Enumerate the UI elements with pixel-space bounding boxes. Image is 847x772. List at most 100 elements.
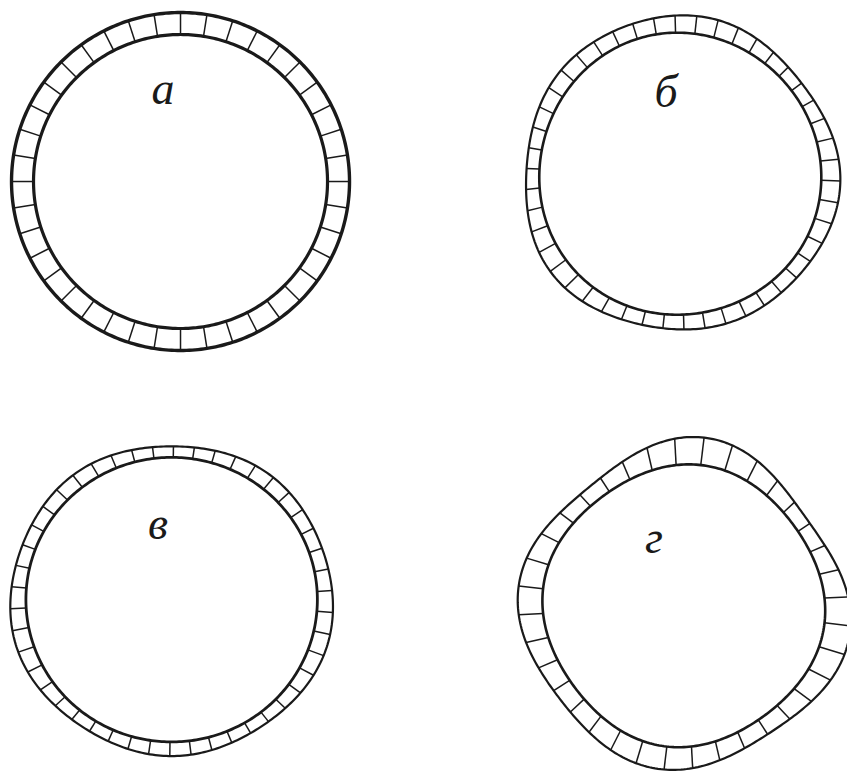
cell-wall — [562, 71, 575, 82]
cell-wall — [300, 83, 318, 96]
outer-wall — [11, 447, 334, 757]
cell-wall — [527, 558, 549, 565]
cell-wall — [577, 55, 588, 68]
cell-wall — [613, 32, 620, 46]
cell-wall — [664, 747, 667, 770]
cell-wall — [519, 586, 543, 589]
cell-wall — [527, 168, 540, 170]
cell-wall — [529, 148, 542, 150]
cell-wall — [104, 31, 114, 51]
cell-wall — [193, 448, 195, 459]
cell-wall — [819, 647, 844, 655]
cell-wall — [675, 16, 677, 33]
cell-wall — [820, 570, 839, 574]
cell-wall — [732, 28, 738, 44]
cell-wall — [703, 313, 706, 329]
cell-wall — [675, 439, 676, 465]
cell-wall — [32, 525, 44, 531]
inner-wall — [26, 458, 317, 743]
cell-wall — [794, 689, 811, 702]
cell-wall — [601, 478, 610, 492]
cell-wall — [772, 282, 782, 293]
cell-wall — [245, 723, 251, 733]
cell-wall — [519, 614, 543, 615]
cell-wall — [542, 534, 560, 543]
cell-wall — [811, 119, 825, 124]
cell-wall — [739, 302, 746, 317]
figure-letter: б — [654, 69, 677, 115]
cell-wall — [554, 680, 570, 690]
cell-wall — [528, 208, 543, 212]
cell-wall — [747, 461, 757, 481]
cell-wall — [72, 710, 80, 719]
cell-ring: в — [0, 423, 349, 772]
cell-wall — [226, 21, 233, 42]
cell-wall — [716, 742, 720, 761]
cell-wall — [264, 478, 274, 490]
cell-wall — [326, 205, 348, 208]
cell-wall — [692, 747, 693, 769]
cell-wall — [62, 286, 78, 302]
cell-wall — [328, 181, 350, 183]
cell-wall — [583, 288, 594, 302]
cell-wall — [815, 219, 832, 224]
cell-wall — [285, 286, 301, 302]
outer-wall — [526, 16, 840, 330]
cell-wall — [248, 466, 256, 479]
cell-wall — [20, 130, 41, 137]
cell-wall — [82, 301, 95, 319]
cell-wall — [798, 524, 810, 532]
cell-wall — [302, 529, 314, 535]
cell-wall — [209, 738, 212, 751]
cell-wall — [289, 685, 301, 693]
cell-wall — [11, 607, 27, 609]
cell-ring: б — [504, 0, 847, 351]
cell-wall — [312, 249, 332, 259]
cell-wall — [779, 68, 788, 77]
cell-wall — [549, 88, 563, 97]
cell-wall — [44, 83, 62, 96]
ring-outline — [0, 423, 349, 772]
cell-wall — [132, 450, 135, 462]
cell-wall — [565, 275, 579, 288]
cell-wall — [267, 301, 280, 319]
cell-wall — [30, 105, 50, 115]
cell-wall — [261, 712, 269, 722]
cell-wall — [13, 628, 29, 631]
cell-wall — [43, 507, 55, 515]
cell-wall — [180, 329, 182, 351]
cell-wall — [20, 227, 41, 234]
cell-wall — [623, 462, 631, 480]
cell-wall — [701, 438, 704, 465]
cell-wall — [825, 597, 847, 598]
cell-wall — [44, 268, 62, 281]
cell-wall — [14, 205, 36, 208]
cell-wall — [73, 476, 82, 488]
outer-wall — [12, 13, 350, 351]
cell-wall — [758, 720, 767, 734]
cell-wall — [642, 312, 645, 326]
cell-wall — [285, 63, 301, 79]
cell-wall — [663, 315, 665, 329]
cell-wall — [786, 269, 797, 279]
cell-wall — [714, 21, 718, 38]
cell-wall — [560, 513, 574, 523]
cell-wall — [173, 447, 175, 458]
cell-wall — [314, 631, 330, 635]
cell-ring: а — [0, 0, 370, 371]
cell-wall — [149, 741, 151, 755]
cell-wall — [92, 464, 100, 477]
cell-wall — [820, 200, 839, 203]
cell-wall — [128, 737, 132, 749]
cell-wall — [57, 490, 68, 500]
cell-wall — [14, 156, 36, 159]
cell-wall — [532, 226, 548, 232]
cell-wall — [808, 237, 823, 244]
figure-letter: г — [645, 515, 663, 561]
cell-wall — [810, 546, 825, 552]
cell-wall — [321, 227, 342, 234]
cell-wall — [300, 268, 318, 281]
cell-wall — [725, 446, 733, 471]
cell-wall — [633, 24, 638, 39]
cell-wall — [803, 101, 815, 107]
